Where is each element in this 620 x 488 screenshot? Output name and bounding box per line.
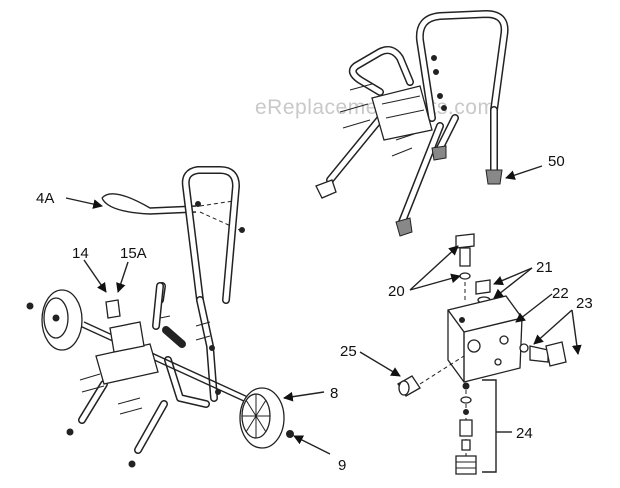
callout-9: 9 <box>338 457 346 474</box>
callout-20: 20 <box>388 283 405 300</box>
callout-8: 8 <box>330 385 338 402</box>
right-wheel <box>239 387 285 449</box>
leader-lines <box>65 165 582 455</box>
callout-21: 21 <box>536 259 553 276</box>
callout-25: 25 <box>340 343 357 360</box>
callout-50: 50 <box>548 153 565 170</box>
lower-cart-frame <box>26 166 294 468</box>
callout-22: 22 <box>552 285 569 302</box>
callout-labels: 4A 14 15A 8 9 50 20 21 22 23 25 24 <box>36 153 593 474</box>
upper-cart-frame <box>315 10 509 237</box>
callout-4a: 4A <box>36 190 54 207</box>
callout-24: 24 <box>516 425 533 442</box>
callout-23: 23 <box>576 295 593 312</box>
left-wheel <box>41 289 83 351</box>
callout-15a: 15A <box>120 245 147 262</box>
manifold-assembly <box>397 233 567 475</box>
callout-14: 14 <box>72 245 89 262</box>
